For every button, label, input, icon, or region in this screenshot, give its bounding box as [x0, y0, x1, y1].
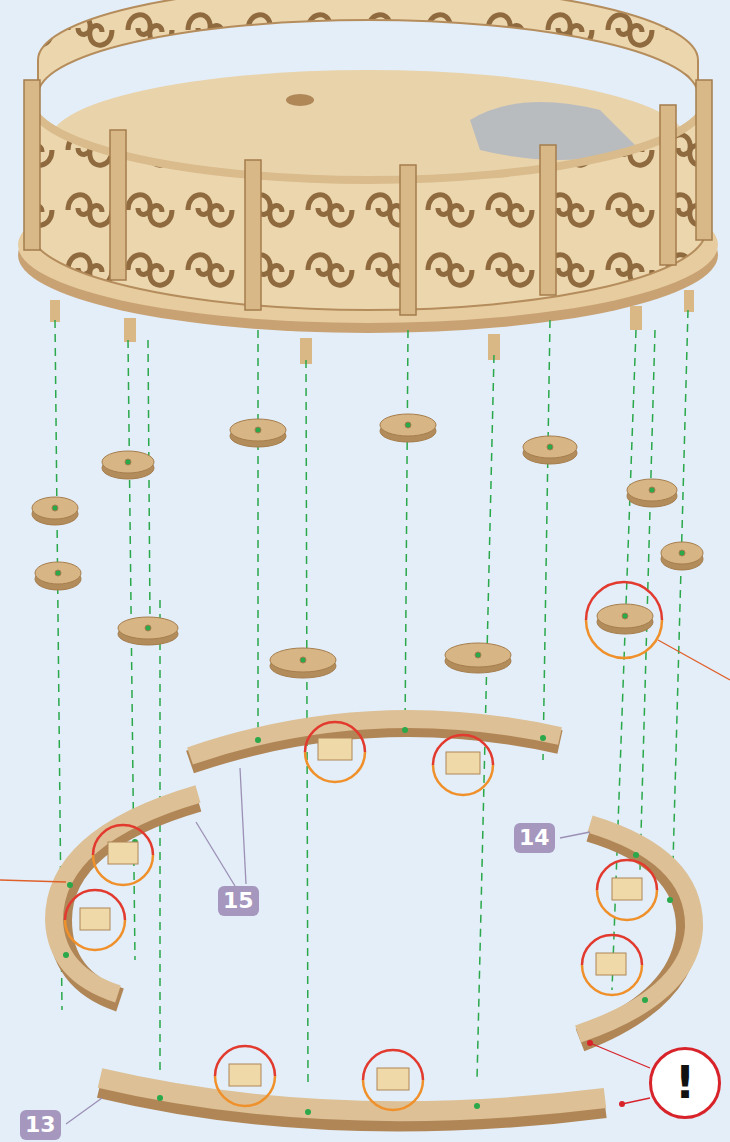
callout-number: 13	[20, 1110, 61, 1140]
callout-number: 15	[218, 886, 259, 916]
callout-number: 14	[514, 823, 555, 853]
warning-symbol: !	[649, 1047, 721, 1119]
